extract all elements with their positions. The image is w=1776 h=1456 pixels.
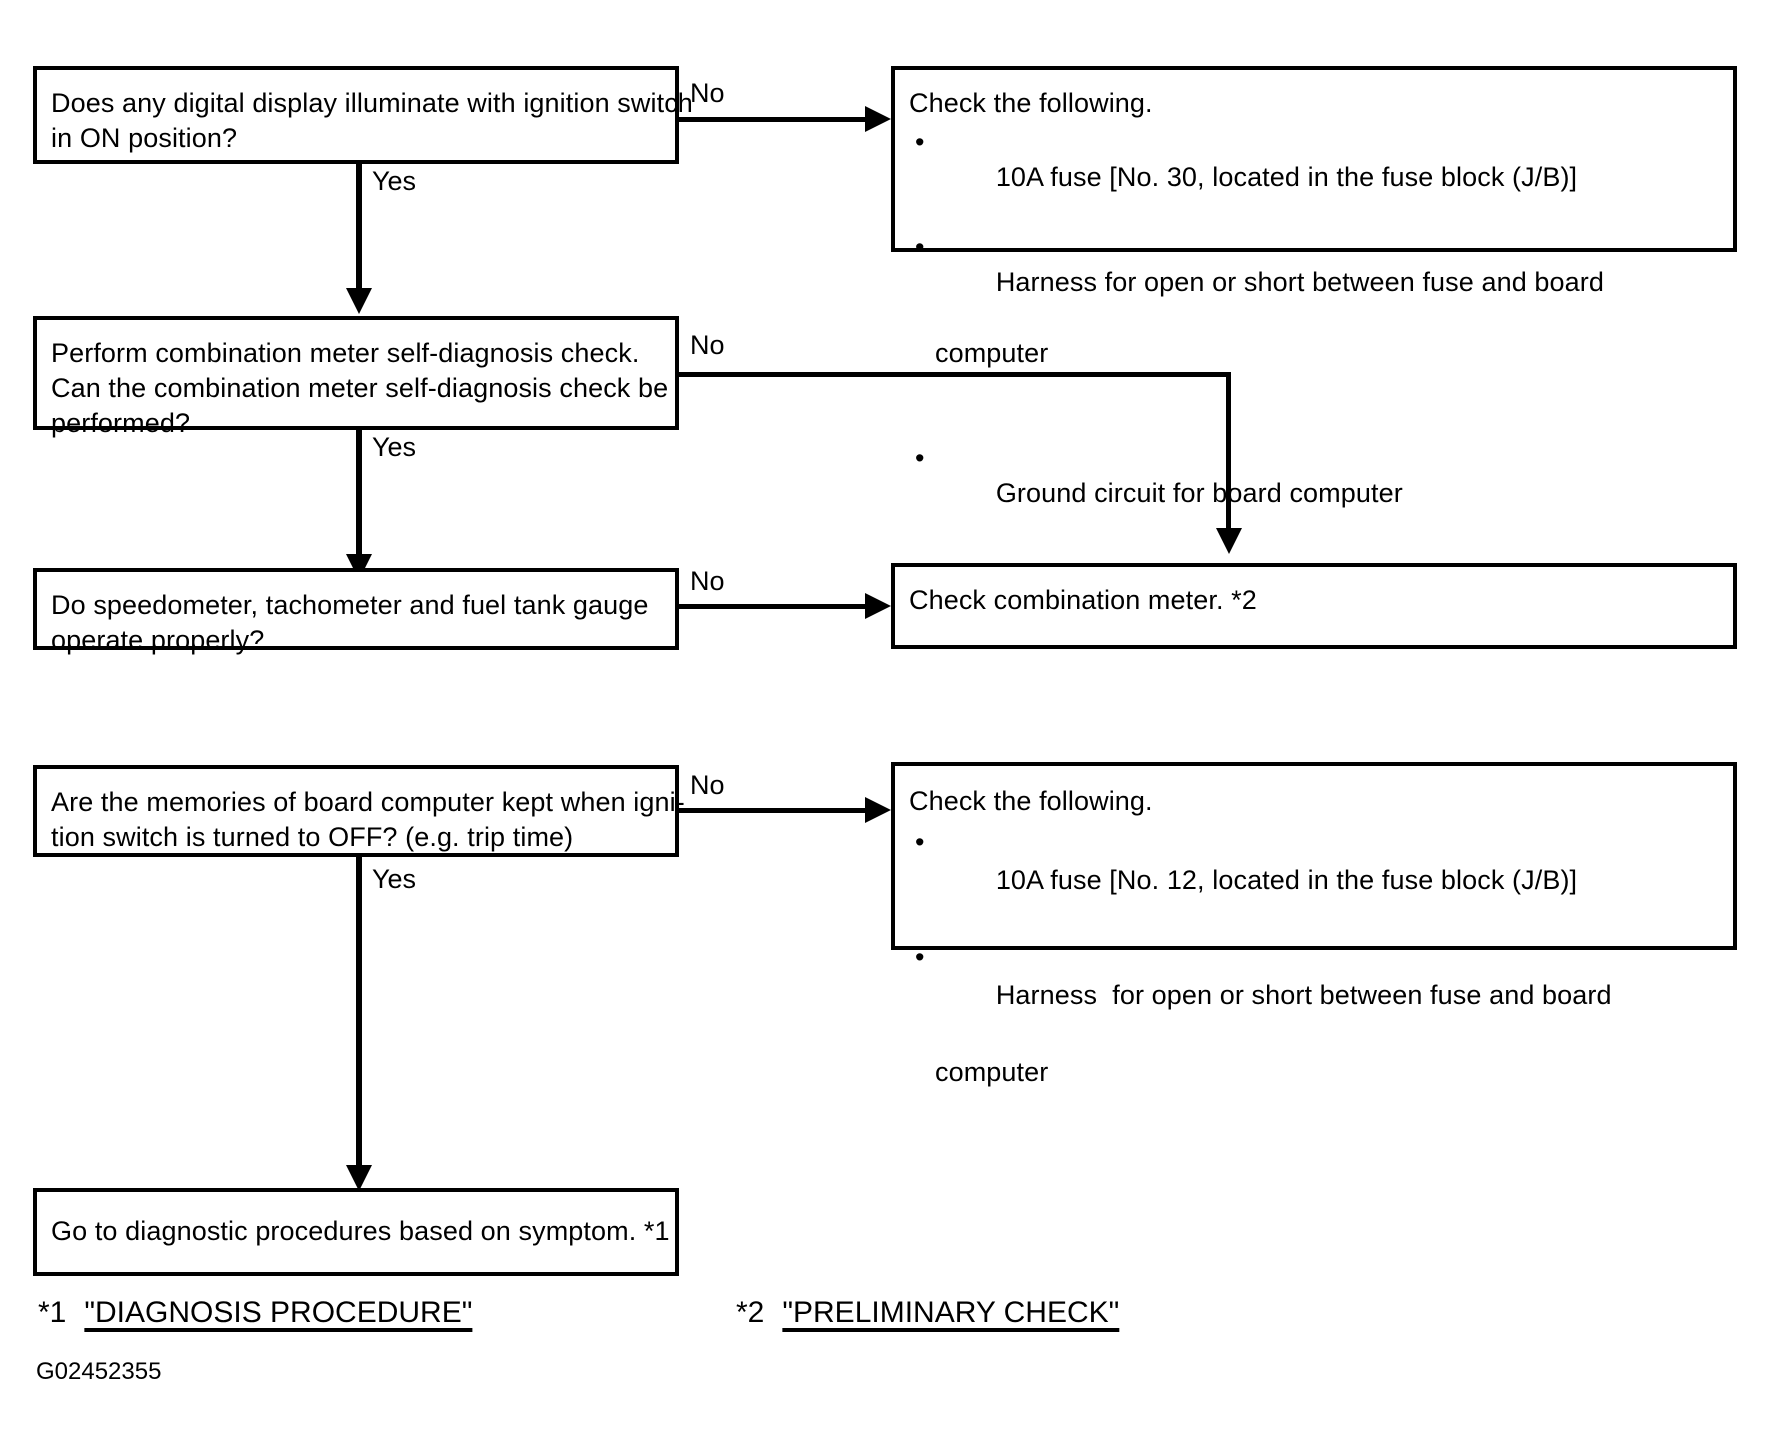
connector-q4-no-arrowhead: [865, 797, 891, 823]
connector-q4-yes-arrowhead: [346, 1165, 372, 1191]
node-question-memories-kept: Are the memories of board computer kept …: [33, 765, 685, 857]
footnote-2-reference[interactable]: "PRELIMINARY CHECK": [782, 1296, 1120, 1329]
footnote-1-mark: *1: [38, 1296, 67, 1329]
figure-code: G02452355: [36, 1358, 162, 1385]
bullet-item: Ground circuit for board computer: [909, 441, 1719, 546]
connector-q4-no-line: [679, 808, 867, 813]
connector-q2-no-arrowhead: [1216, 528, 1242, 554]
node-heading: Check the following.: [909, 786, 1153, 816]
bullet-text: 10A fuse [No. 12, located in the fuse bl…: [995, 865, 1578, 896]
node-bullet-list: 10A fuse [No. 12, located in the fuse bl…: [909, 823, 1719, 1168]
footnote-1-reference[interactable]: "DIAGNOSIS PROCEDURE": [84, 1296, 473, 1329]
bullet-text: 10A fuse [No. 30, located in the fuse bl…: [995, 162, 1578, 193]
node-text-line: operate properly?: [51, 625, 265, 656]
bullet-item: 10A fuse [No. 12, located in the fuse bl…: [909, 823, 1719, 938]
node-text-line: performed?: [51, 408, 191, 439]
edge-label-q1-yes: Yes: [372, 166, 417, 196]
node-action-check-combination-meter: Check combination meter. *2: [891, 563, 1737, 649]
bullet-text: Ground circuit for board computer: [995, 478, 1403, 509]
connector-q1-yes-arrowhead: [346, 288, 372, 314]
bullet-text: Harness for open or short between fuse a…: [995, 267, 1604, 298]
node-heading: Check the following.: [909, 88, 1153, 118]
node-text-line: in ON position?: [51, 123, 238, 154]
node-text-line: Are the memories of board computer kept …: [51, 787, 685, 817]
bullet-item: Harness for open or short between fuse a…: [909, 230, 1719, 441]
node-text-line: Perform combination meter self-diagnosis…: [51, 338, 640, 368]
connector-q1-no-line: [679, 117, 867, 122]
connector-q3-no-arrowhead: [865, 593, 891, 619]
node-question-gauges-operate: Do speedometer, tachometer and fuel tank…: [33, 568, 679, 655]
node-bullet-list: 10A fuse [No. 30, located in the fuse bl…: [909, 125, 1719, 546]
node-question-self-diagnosis: Perform combination meter self-diagnosis…: [33, 316, 679, 438]
edge-label-q2-yes: Yes: [372, 432, 417, 462]
edge-label-q4-yes: Yes: [372, 864, 417, 894]
node-text-line: Check combination meter. *2: [909, 585, 1257, 615]
node-text-line: tion switch is turned to OFF? (e.g. trip…: [51, 822, 574, 853]
edge-label-q4-no: No: [690, 770, 725, 800]
connector-q2-yes-line: [356, 430, 362, 556]
connector-q4-yes-line: [356, 857, 362, 1167]
node-action-check-fuse-12: Check the following. 10A fuse [No. 12, l…: [891, 762, 1737, 1087]
footnote-1: *1 "DIAGNOSIS PROCEDURE": [38, 1298, 472, 1328]
connector-q1-no-arrowhead: [865, 106, 891, 132]
edge-label-q2-no: No: [690, 330, 725, 360]
node-action-goto-diagnostic-procedures: Go to diagnostic procedures based on sym…: [33, 1188, 679, 1276]
edge-label-q1-no: No: [690, 78, 725, 108]
connector-q1-yes-line: [356, 164, 362, 290]
node-text-line: Can the combination meter self-diagnosis…: [51, 373, 669, 404]
footnote-2-mark: *2: [736, 1296, 765, 1329]
bullet-item: 10A fuse [No. 30, located in the fuse bl…: [909, 125, 1719, 230]
bullet-item: Harness for open or short between fuse a…: [909, 938, 1719, 1168]
node-text-line: Does any digital display illuminate with…: [51, 88, 693, 118]
bullet-text-continued: computer: [935, 1057, 1049, 1088]
connector-q2-no-hline: [679, 372, 1231, 377]
connector-q3-no-line: [679, 604, 867, 609]
node-question-digital-display: Does any digital display illuminate with…: [33, 66, 693, 164]
node-action-check-fuse-30: Check the following. 10A fuse [No. 30, l…: [891, 66, 1737, 508]
footnote-2: *2 "PRELIMINARY CHECK": [736, 1298, 1119, 1328]
node-text-line: Do speedometer, tachometer and fuel tank…: [51, 590, 649, 620]
edge-label-q3-no: No: [690, 566, 725, 596]
node-text-line: Go to diagnostic procedures based on sym…: [51, 1216, 670, 1246]
bullet-text-continued: computer: [935, 337, 1049, 368]
connector-q2-no-vline: [1226, 372, 1231, 530]
bullet-text: Harness for open or short between fuse a…: [995, 980, 1612, 1011]
